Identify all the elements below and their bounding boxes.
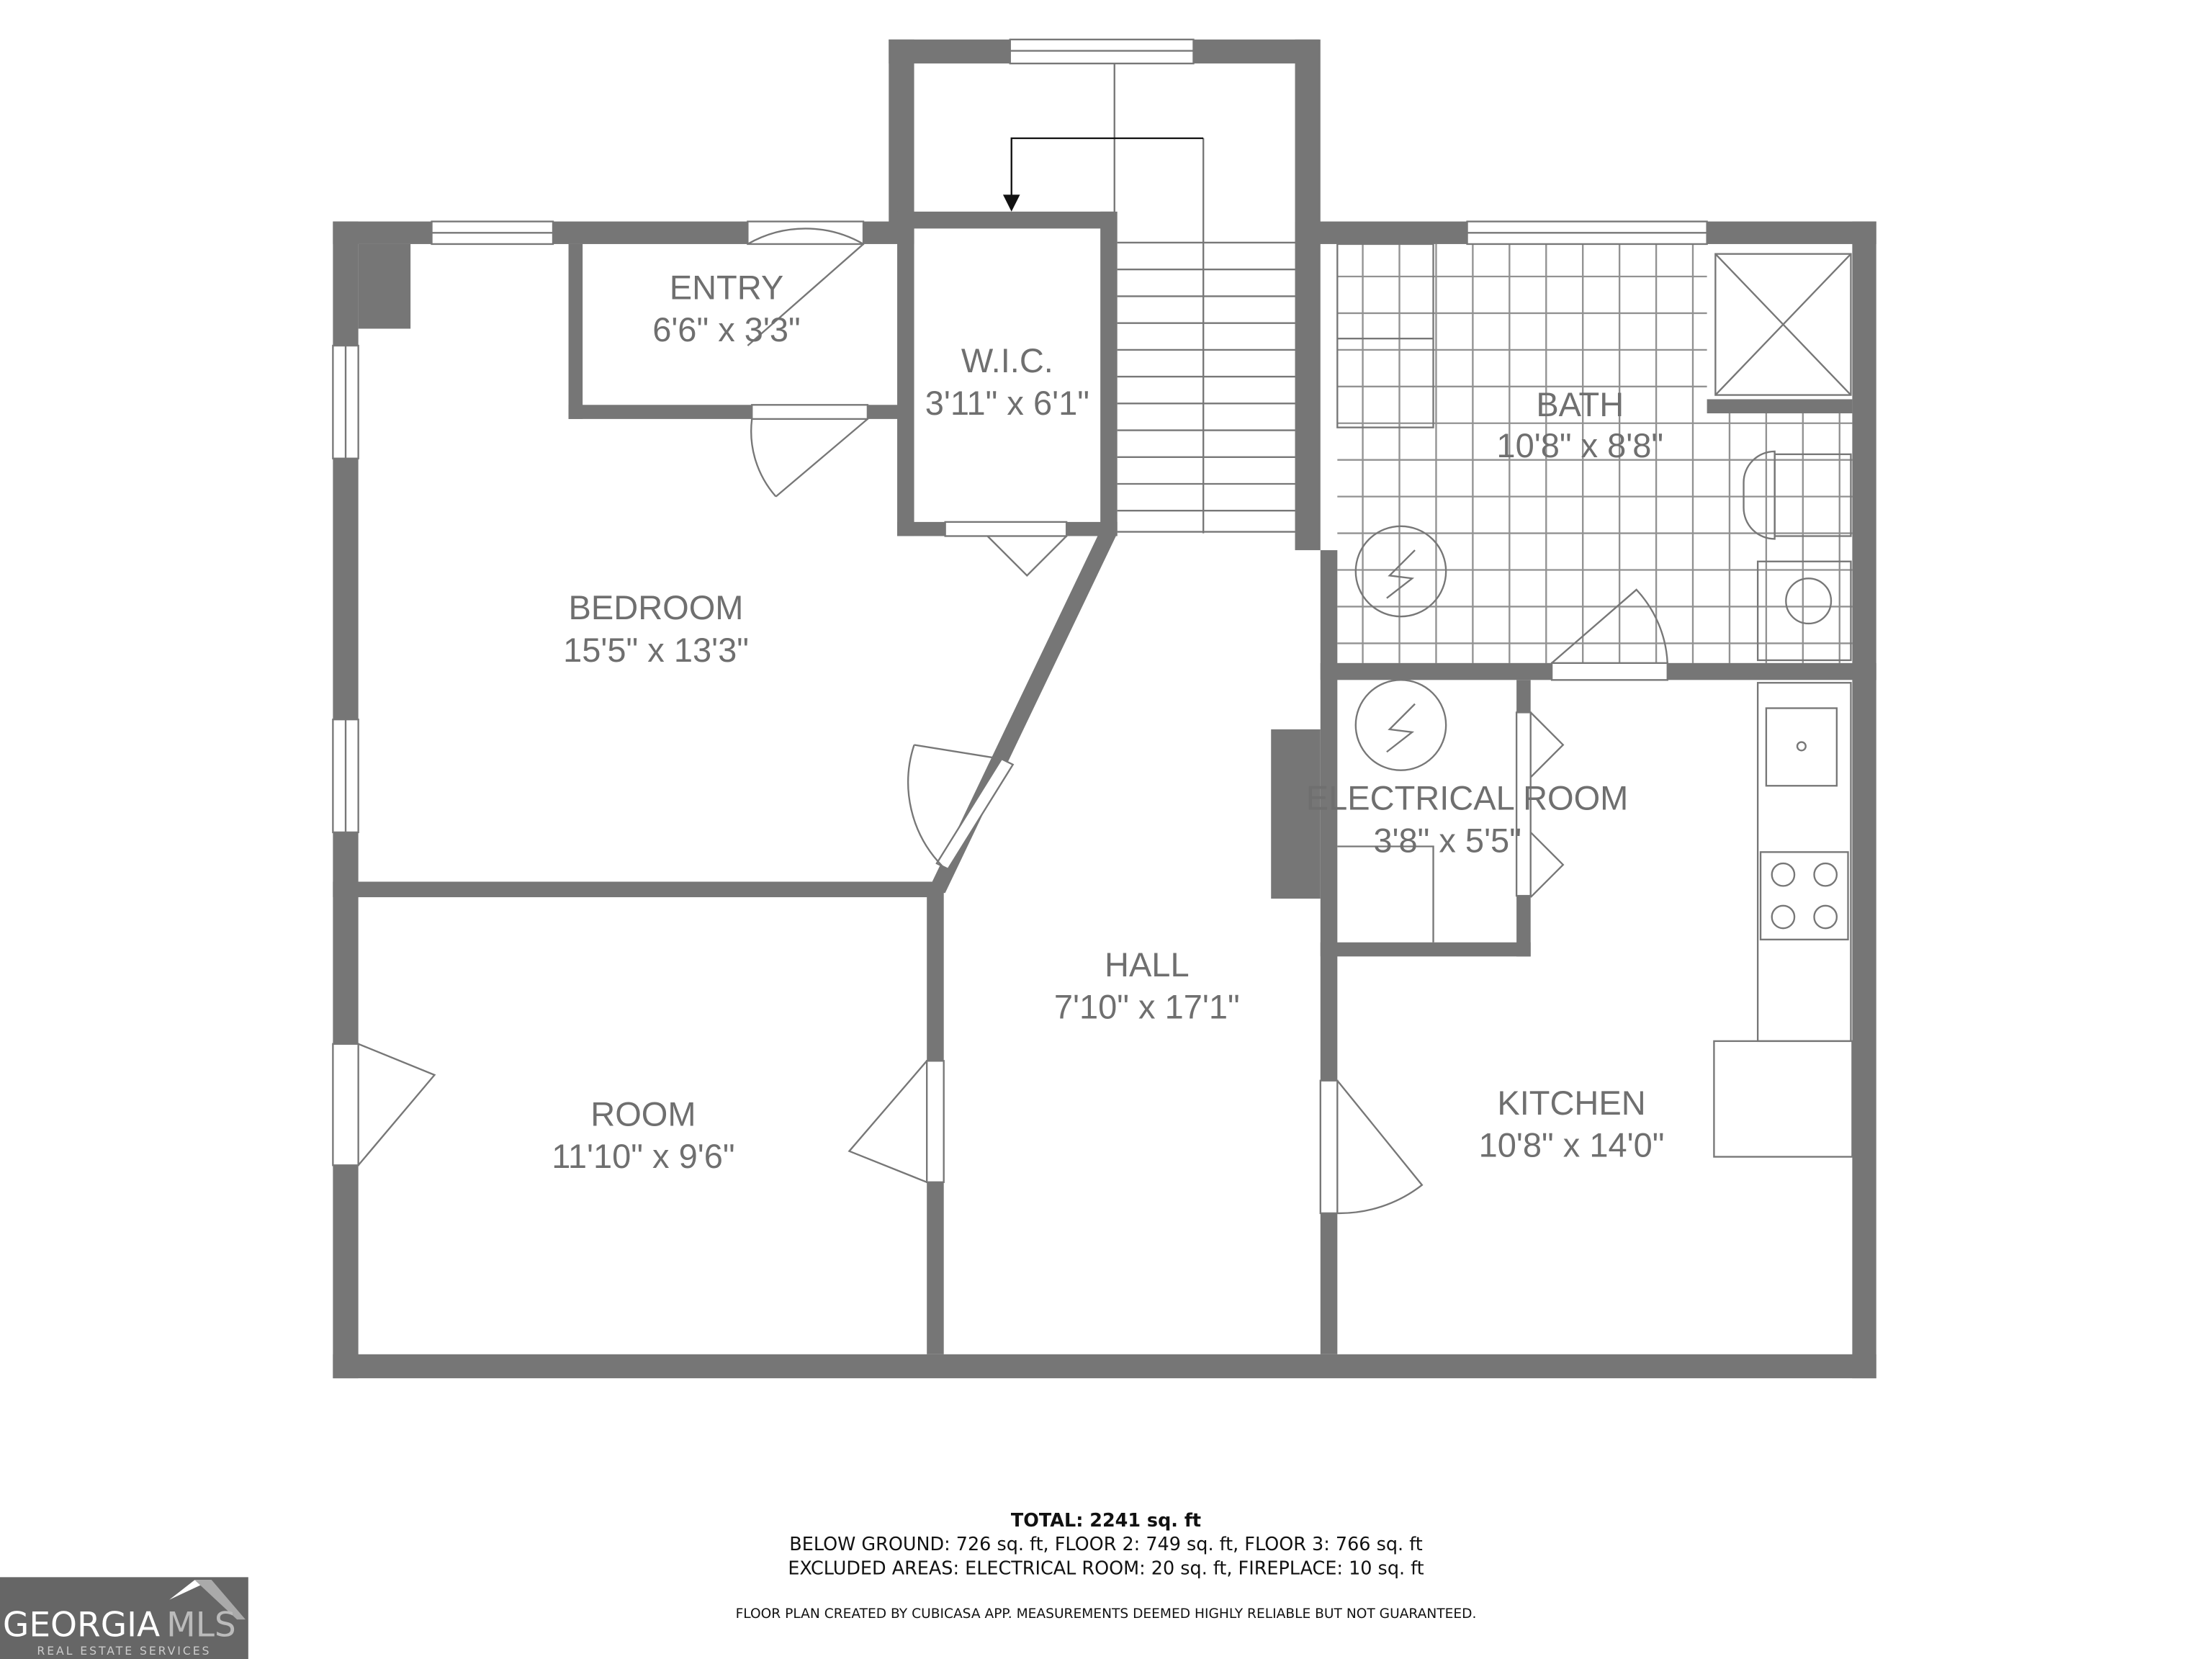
room-kitchen: KITCHEN 10'8" x 14'0" [1479,1084,1665,1164]
room-name: ENTRY [670,268,784,306]
disclaimer: FLOOR PLAN CREATED BY CUBICASA APP. MEAS… [736,1606,1477,1622]
doors [332,220,1668,1215]
room-dims: 3'8" x 5'5" [1373,821,1521,859]
room-name: BATH [1536,385,1624,423]
room-name: HALL [1105,945,1190,984]
room-bath: BATH 10'8" x 8'8" [1496,385,1663,464]
total-area: TOTAL: 2241 sq. ft [1011,1510,1201,1532]
room-room: ROOM 11'10" x 9'6" [552,1094,734,1175]
room-dims: 15'5" x 13'3" [563,631,749,669]
room-dims: 11'10" x 9'6" [552,1137,734,1175]
logo-tagline: REAL ESTATE SERVICES [37,1644,211,1658]
windows [332,38,1708,834]
room-dims: 7'10" x 17'1" [1054,988,1240,1026]
room-wic: W.I.C. 3'11" x 6'1" [925,341,1089,422]
logo-text-georgia: GEORGIA [3,1606,160,1645]
room-name: ROOM [590,1094,696,1133]
fixtures [1336,243,1853,1158]
staircase [1010,63,1295,534]
room-bedroom: BEDROOM 15'5" x 13'3" [563,588,749,669]
room-dims: 6'6" x 3'3" [652,310,801,349]
room-dims: 10'8" x 14'0" [1479,1126,1665,1164]
stair-arrow-icon [1002,194,1020,212]
room-name: KITCHEN [1497,1084,1645,1122]
room-dims: 10'8" x 8'8" [1496,426,1663,464]
room-hall: HALL 7'10" x 17'1" [1054,945,1240,1026]
room-name: BEDROOM [569,588,744,626]
georgia-mls-logo: GEORGIA MLS REAL ESTATE SERVICES [0,1577,248,1659]
excluded-areas: EXCLUDED AREAS: ELECTRICAL ROOM: 20 sq. … [788,1557,1424,1579]
room-name: ELECTRICAL ROOM [1306,779,1629,817]
room-electrical: ELECTRICAL ROOM 3'8" x 5'5" [1306,779,1629,860]
area-summary: TOTAL: 2241 sq. ft BELOW GROUND: 726 sq.… [736,1510,1477,1622]
logo-text-mls: MLS [166,1606,236,1645]
room-entry: ENTRY 6'6" x 3'3" [652,268,801,349]
room-dims: 3'11" x 6'1" [925,384,1089,422]
room-name: W.I.C. [961,341,1053,379]
floor-areas: BELOW GROUND: 726 sq. ft, FLOOR 2: 749 s… [789,1534,1422,1555]
fireplace [1271,729,1321,899]
